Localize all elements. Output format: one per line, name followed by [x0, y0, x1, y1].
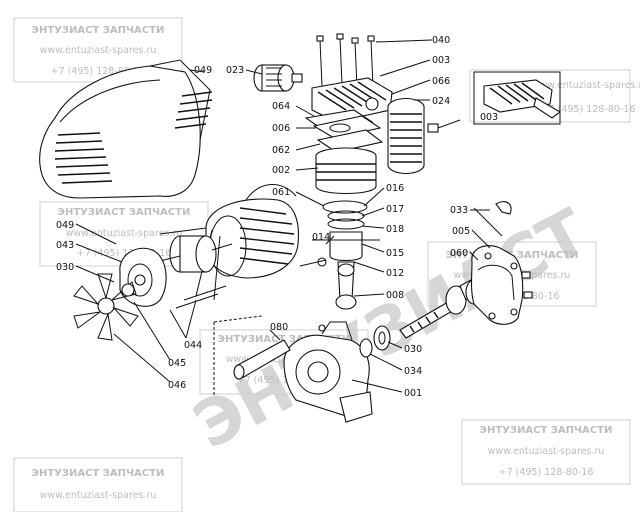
part-label: 030: [56, 262, 74, 273]
watermark-phone: +7 (495) 128-80-16: [541, 104, 636, 115]
part-label: 060: [450, 248, 468, 259]
part-label: 043: [56, 240, 74, 251]
dipstick: [473, 201, 533, 299]
bearing-and-seal: [359, 325, 391, 358]
part-label: 015: [386, 248, 404, 259]
watermark-box-top-right: +7 (495) 128-80-16 www.entuziast-spares.…: [469, 69, 640, 123]
part-label: 049: [56, 220, 74, 231]
part-label: 008: [386, 290, 404, 301]
part-label: 066: [432, 76, 450, 87]
part-label: 001: [404, 388, 422, 399]
part-label: 080: [270, 322, 288, 333]
part-label: 030: [404, 344, 422, 355]
part-label: 002: [272, 165, 290, 176]
piston-assembly: [299, 200, 380, 310]
watermark-url: www.entuziast-spares.ru: [66, 228, 183, 239]
watermark-phone: +7 (495) 128-80-16: [237, 375, 332, 386]
part-label: 040: [432, 35, 450, 46]
part-label: 033: [450, 205, 468, 216]
watermark-url: www.entuziast-spares.ru: [40, 45, 157, 56]
watermark-phone: +7 (495) 128-80-16: [51, 66, 146, 77]
watermark-phone: +7 (495) 128-80-16: [77, 248, 172, 259]
long-tie-bolts: [159, 227, 227, 309]
part-label: 049: [194, 65, 212, 76]
part-label: 024: [432, 96, 450, 107]
part-label: 016: [386, 183, 404, 194]
crankcase-cover: [470, 245, 524, 325]
part-label: 023: [226, 65, 244, 76]
part-label: 061: [272, 187, 290, 198]
part-label: 005: [452, 226, 470, 237]
part-label: 064: [272, 101, 290, 112]
part-label: 018: [386, 224, 404, 235]
motor-stator: [195, 184, 300, 301]
watermark-box-bottom-right: ЭНТУЗИАСТ ЗАПЧАСТИ www.entuziast-spares.…: [461, 419, 631, 485]
part-label: 017: [386, 204, 404, 215]
cover-vent-slots: [54, 91, 213, 184]
part-label: 003: [432, 55, 450, 66]
part-label: 012: [386, 268, 404, 279]
valve-plate-gaskets: [304, 109, 384, 153]
motor-end-flange: [119, 247, 167, 307]
part-label: 062: [272, 145, 290, 156]
watermark-title: ЭНТУЗИАСТ ЗАПЧАСТИ: [32, 25, 165, 36]
part-label: 045: [168, 358, 186, 369]
leader-lines: [75, 39, 491, 393]
watermark-box-bottom-left: ЭНТУЗИАСТ ЗАПЧАСТИ www.entuziast-spares.…: [13, 457, 183, 512]
part-label: 006: [272, 123, 290, 134]
cover-shroud: [39, 59, 213, 199]
watermark-title: ЭНТУЗИАСТ ЗАПЧАСТИ: [58, 207, 191, 218]
watermark-url: www.entuziast-spares.ru: [532, 80, 640, 91]
watermark-title: ЭНТУЗИАСТ ЗАПЧАСТИ: [480, 425, 613, 436]
watermark-url: www.entuziast-spares.ru: [488, 446, 605, 457]
shaft: [233, 339, 291, 380]
air-filter: [253, 64, 303, 92]
watermark-url: www.entuziast-spares.ru: [40, 490, 157, 501]
part-label: 044: [184, 340, 202, 351]
finned-sleeve: [387, 97, 461, 175]
crankcase: [283, 321, 373, 423]
part-labels: 040 003 066 024 023 049 064 006 062 002 …: [56, 35, 498, 399]
motor-rotor: [155, 235, 233, 273]
cylinder-head: [311, 77, 393, 123]
part-label: 034: [404, 366, 422, 377]
watermark-phone: +7 (495) 128-80-16: [499, 467, 594, 478]
watermark-title: ЭНТУЗИАСТ ЗАПЧАСТИ: [32, 468, 165, 479]
inset-cylinder-head: [473, 71, 561, 125]
cylinder: [315, 147, 377, 194]
part-label: 003: [480, 112, 498, 123]
part-label: 046: [168, 380, 186, 391]
cooling-fan: [73, 273, 139, 341]
part-label: 014: [312, 232, 330, 243]
assembly-guide-line: [213, 315, 263, 396]
